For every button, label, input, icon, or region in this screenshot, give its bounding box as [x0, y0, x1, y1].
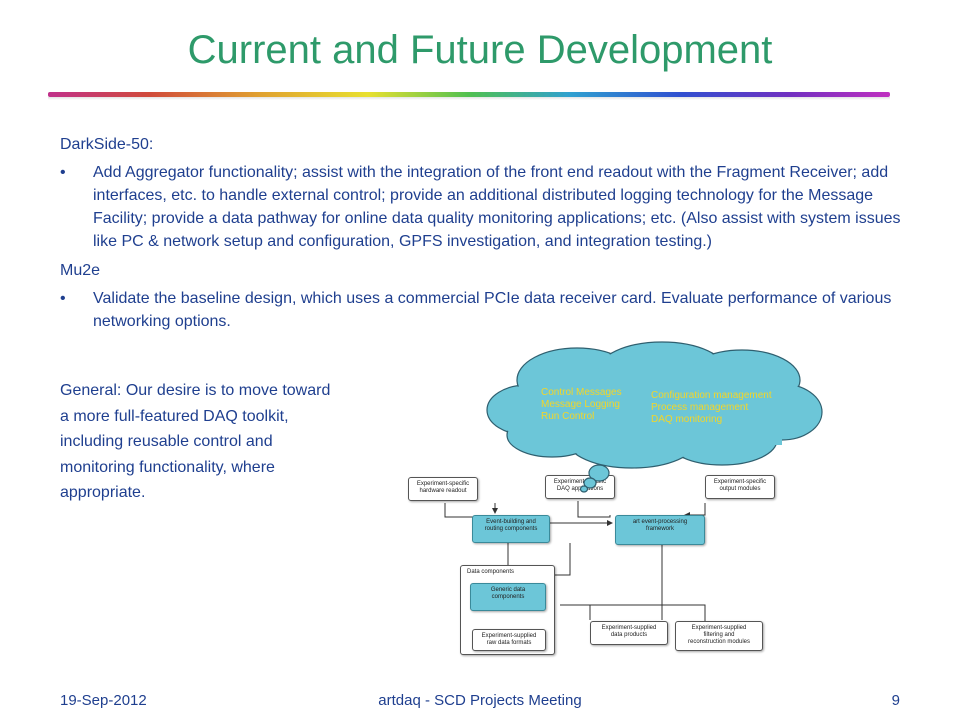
general-statement: General: Our desire is to move toward a …	[60, 378, 400, 506]
raw-data-formats-box: Experiment-supplied raw data formats	[472, 629, 546, 651]
bullet-mu2e: • Validate the baseline design, which us…	[60, 287, 920, 333]
cloud-right-text: Configuration management Process managem…	[651, 390, 772, 426]
cloud-line: Process management	[651, 402, 749, 413]
data-products-box: Experiment-supplied data products	[590, 621, 668, 645]
slide-title: Current and Future Development	[187, 28, 773, 72]
footer-title: artdaq - SCD Projects Meeting	[378, 692, 582, 709]
box-label: components	[491, 594, 525, 600]
general-line: appropriate.	[60, 484, 146, 501]
page-number: 9	[891, 692, 900, 709]
cloud-line: Run Control	[541, 411, 595, 422]
box-label: Experiment-specific	[713, 479, 767, 485]
cloud-line: Control Messages	[541, 387, 622, 398]
output-modules-box: Experiment-specific output modules	[705, 475, 775, 499]
art-framework-box: art event-processing framework	[615, 515, 705, 545]
box-label: raw data formats	[486, 640, 532, 646]
box-label: data products	[610, 632, 648, 638]
bullet-dot: •	[60, 290, 66, 307]
box-label: reconstruction modules	[687, 639, 751, 645]
box-label: Experiment-supplied	[481, 633, 537, 639]
generic-data-box: Generic data components	[470, 583, 546, 611]
filtering-modules-box: Experiment-supplied filtering and recons…	[675, 621, 763, 651]
box-label: Experiment-supplied	[691, 625, 747, 631]
box-label: output modules	[719, 486, 761, 492]
box-label: routing components	[484, 526, 538, 532]
cloud-line: Message Logging	[541, 399, 620, 410]
hardware-readout-box: Experiment-specific hardware readout	[408, 477, 478, 501]
thought-cloud: Control Messages Message Logging Run Con…	[482, 340, 827, 493]
event-building-box: Event-building and routing components	[472, 515, 550, 543]
box-label: art event-processing	[632, 519, 688, 525]
box-label: framework	[645, 526, 674, 532]
bullet-darkside-text: Add Aggregator functionality; assist wit…	[93, 164, 901, 250]
box-label: hardware readout	[419, 488, 467, 494]
box-label: filtering and	[703, 632, 735, 638]
cloud-line: DAQ monitoring	[651, 414, 723, 425]
box-label: Experiment-specific	[553, 479, 607, 485]
section-heading-darkside: DarkSide-50:	[60, 136, 154, 153]
box-label: Event-building and	[486, 519, 536, 525]
body-text: DarkSide-50: • Add Aggregator functional…	[60, 133, 920, 339]
cloud-left-text: Control Messages Message Logging Run Con…	[541, 387, 622, 423]
container-label: Data components	[467, 569, 515, 575]
footer-date: 19-Sep-2012	[60, 692, 147, 709]
cloud-line: Configuration management	[651, 390, 772, 401]
general-line: monitoring functionality, where	[60, 458, 275, 476]
bullet-dot: •	[60, 164, 66, 181]
general-line: a more full-featured DAQ toolkit,	[60, 407, 289, 425]
section-heading-mu2e: Mu2e	[60, 262, 101, 279]
general-line: General: Our desire is to move toward	[60, 382, 331, 399]
title-divider	[48, 92, 890, 100]
general-line: including reusable control and	[60, 433, 273, 450]
box-label: Experiment-supplied	[601, 625, 657, 631]
bullet-mu2e-text: Validate the baseline design, which uses…	[93, 290, 892, 330]
box-label: Generic data	[490, 587, 526, 593]
box-label: Experiment-specific	[416, 481, 470, 487]
bullet-darkside: • Add Aggregator functionality; assist w…	[60, 161, 920, 253]
cloud-shape	[486, 341, 823, 493]
